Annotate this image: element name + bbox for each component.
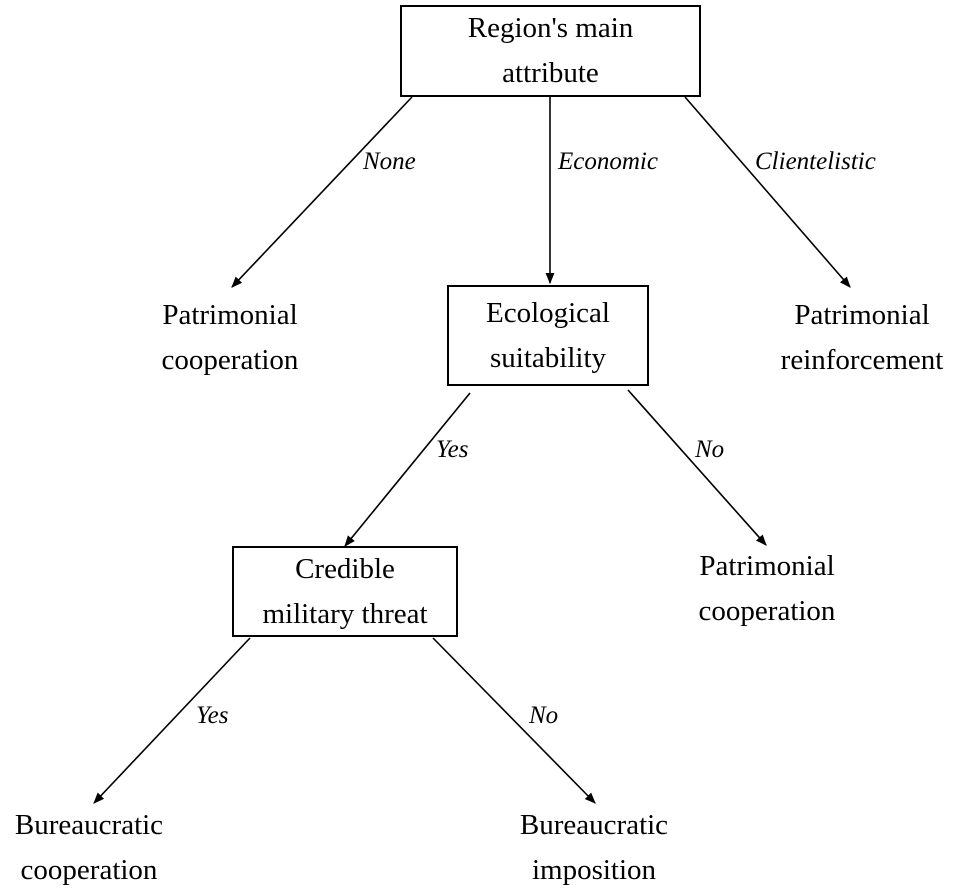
edge-military-yes [93,637,251,804]
edge-label-ecological-yes: Yes [436,436,469,463]
leaf-line: Bureaucratic [519,809,669,841]
edge-ecological-yes [344,392,471,547]
node-line: Ecological [485,296,610,329]
node-line: Region's main [467,12,634,44]
node-ecological-suitability: Ecological suitability [447,285,649,386]
leaf-line: Patrimonial [699,550,835,582]
leaf-line: cooperation [161,344,299,376]
leaf-line: cooperation [698,595,836,627]
node-line: attribute [502,57,599,89]
leaf-line: imposition [531,854,657,886]
edge-ecological-no [627,389,767,546]
leaf-line: cooperation [20,854,158,886]
node-line: Credible [295,552,395,585]
edge-label-economic: Economic [558,148,658,175]
leaf-bureaucratic-cooperation: Bureaucratic cooperation [0,803,178,893]
edge-military-no [432,637,596,804]
node-line: suitability [490,341,606,374]
leaf-line: reinforcement [780,344,944,376]
leaf-line: Patrimonial [794,299,930,331]
edge-label-military-no: No [529,702,559,729]
edge-root-none [231,96,413,288]
leaf-patrimonial-cooperation-2: Patrimonial cooperation [667,544,867,634]
leaf-patrimonial-reinforcement: Patrimonial reinforcement [757,293,959,383]
node-credible-military-threat: Credible military threat [232,546,458,637]
leaf-line: Patrimonial [162,299,298,331]
edge-label-military-yes: Yes [196,702,229,729]
leaf-line: Bureaucratic [14,809,164,841]
leaf-patrimonial-cooperation-1: Patrimonial cooperation [130,293,330,383]
leaf-bureaucratic-imposition: Bureaucratic imposition [494,803,694,893]
edge-label-none: None [363,148,416,175]
node-line: military threat [262,597,428,630]
edge-root-clientelistic [684,96,851,288]
edge-label-clientelistic: Clientelistic [755,148,876,175]
edge-label-ecological-no: No [695,436,725,463]
node-region-main-attribute: Region's main attribute [400,5,701,97]
